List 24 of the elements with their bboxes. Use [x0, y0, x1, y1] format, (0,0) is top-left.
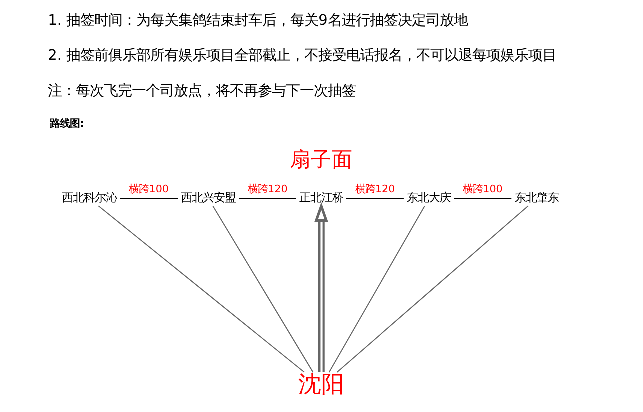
- label: 扇子面: [290, 148, 353, 172]
- connector: [212, 206, 314, 373]
- label: 1. 抽签时间：为每关集鸽结束封车后，每关9名进行抽签决定司放地: [48, 13, 468, 30]
- node-text: 东北肇东: [514, 190, 559, 205]
- connector: [346, 198, 404, 200]
- connector: [328, 206, 426, 373]
- connector: [336, 206, 529, 373]
- connector: [454, 198, 512, 200]
- label: 注：每次飞完一个司放点，将不再参与下一次抽签: [48, 83, 356, 100]
- node-text: 正北江桥: [300, 190, 344, 205]
- edge-label: 横跨120: [355, 184, 396, 196]
- connector: [239, 198, 296, 200]
- edge-label: 横跨100: [463, 184, 503, 196]
- label: 2. 抽签前俱乐部所有娱乐项目全部截止，不接受电话报名，不可以退每项娱乐项目: [48, 48, 557, 64]
- edge-label: 横跨120: [248, 184, 288, 196]
- node-text: 西北科尔沁: [62, 190, 118, 205]
- connector: [98, 206, 305, 373]
- edge-label: 横跨100: [129, 184, 169, 196]
- arrow: [314, 202, 328, 373]
- node-text: 东北大庆: [407, 190, 452, 205]
- node-text: 沈阳: [298, 372, 344, 398]
- label: 路线图:: [50, 118, 84, 130]
- connector: [120, 198, 178, 200]
- node-text: 西北兴安盟: [181, 190, 236, 205]
